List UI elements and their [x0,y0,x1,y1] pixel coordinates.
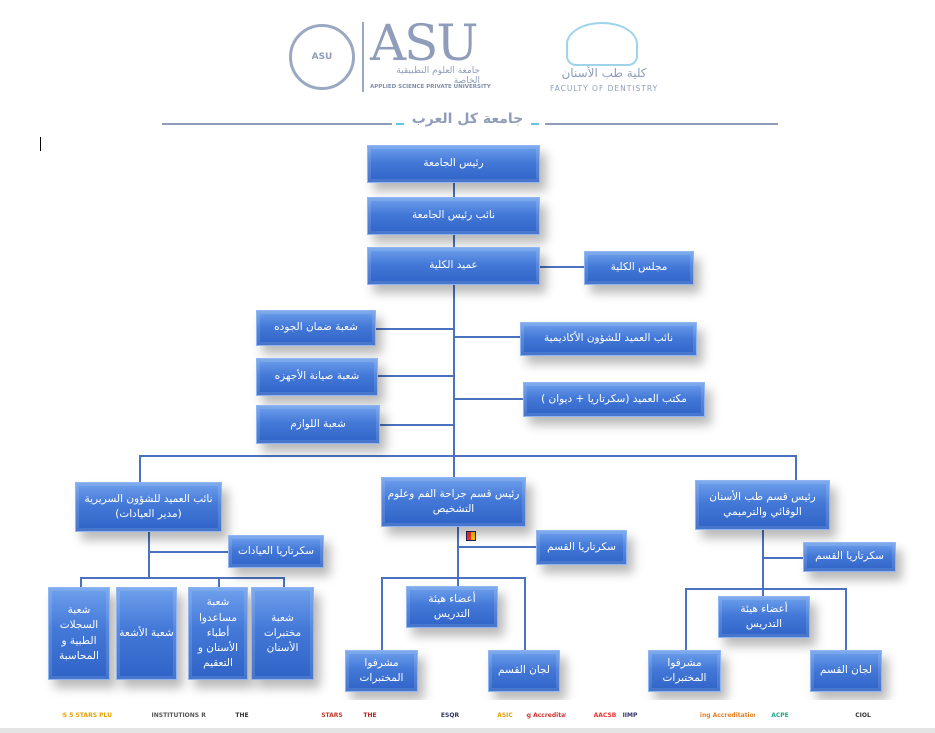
connector [453,183,455,197]
node-quality-assurance[interactable]: شعبة ضمان الجوده [256,310,376,346]
node-academic-vice-dean[interactable]: نائب العميد للشؤون الأكاديمية [520,322,697,356]
connector [762,530,764,596]
node-restorative-dept-secretary[interactable]: سكرتاريا القسم [803,542,896,572]
connector [139,455,795,457]
node-oral-surgery-head[interactable]: رئيس قسم جراحة الفم وعلوم التشخيص [381,477,526,527]
connector [453,398,523,400]
connector [845,588,847,650]
faculty-arabic-name: كلية طب الأسنان [561,66,647,80]
accreditation-logo: THE [363,711,377,719]
node-restorative-committees[interactable]: لجان القسم [810,650,882,692]
slogan: جامعة كل العرب [411,111,524,127]
node-maintenance[interactable]: شعبة صيانة الأجهزه [256,358,378,396]
node-president[interactable]: رئيس الجامعة [367,145,540,183]
node-surgery-dept-secretary[interactable]: سكرتاريا القسم [536,530,627,565]
accreditation-logo: AACSB [593,711,617,719]
connector [80,577,284,579]
accreditation-logo: QS 5 STARS PLUS [62,711,112,719]
accreditation-logo: THE [235,711,249,719]
accreditation-logo: CIOL [855,711,871,719]
connector [381,577,526,579]
connector [218,577,220,587]
node-dental-assistants[interactable]: شعبة مساعدوا أطباء الأسنان و التعقيم [188,587,248,680]
connector [457,546,536,548]
slogan-dash [396,123,404,125]
connector [795,455,797,480]
accreditation-logo: STARS [321,711,343,719]
connector [453,336,520,338]
accreditation-logo: ABET Engineering Accreditation Commissio… [526,711,566,719]
node-supplies[interactable]: شعبة اللوازم [256,405,380,444]
connector [380,424,453,426]
connector [453,235,455,247]
dentistry-logo-icon [566,22,638,66]
asu-english-name: APPLIED SCIENCE PRIVATE UNIVERSITY [370,84,491,90]
node-clinical-vice-dean[interactable]: نائب العميد للشؤون السريرية (مدير العياد… [75,482,222,532]
node-dean-office[interactable]: مكتب العميد (سكرتاريا + ديوان ) [523,382,705,417]
asu-arabic-name: جامعة العلوم التطبيقية الخاصة [396,66,480,86]
bottom-band [0,728,935,733]
logo-divider [362,22,364,92]
connector [685,588,846,590]
slogan-dash [531,123,539,125]
connector [453,285,455,456]
node-restorative-head[interactable]: رئيس قسم طب الأسنان الوقائي والترميمي [695,480,830,530]
node-radiology[interactable]: شعبة الأشعة [116,587,177,680]
connector [685,588,687,650]
connector [457,527,459,586]
connector [148,551,228,553]
node-vice-president[interactable]: نائب رئيس الجامعة [367,197,540,235]
node-dental-labs[interactable]: شعبة مختبرات الأسنان [251,587,314,680]
node-surgery-faculty-members[interactable]: أعضاء هيئة التدريس [406,586,498,628]
node-dean[interactable]: عميد الكلية [367,247,540,285]
connector [148,532,150,578]
accreditation-logo: ESQR [440,711,460,719]
node-faculty-council[interactable]: مجلس الكلية [584,251,694,285]
accreditation-logo: IIMP [622,711,638,719]
node-restorative-faculty-members[interactable]: أعضاء هيئة التدريس [718,596,810,638]
accreditation-logo: ABET Computing Accreditation Commission [700,711,755,719]
slogan-rule-left [162,123,392,125]
accreditation-bar [55,700,897,730]
connector [283,577,285,587]
accreditation-logo: ACPE [771,711,789,719]
connector [381,577,383,650]
connector [376,328,453,330]
node-restorative-lab-supervisors[interactable]: مشرفوا المختبرات [648,650,721,692]
connector [139,455,141,482]
accreditation-logo: ASIC [497,711,513,719]
connector [80,577,82,587]
node-clinic-secretary[interactable]: سكرتاريا العيادات [228,535,324,568]
slogan-rule-right [545,123,778,125]
text-cursor [40,137,41,151]
node-medical-records[interactable]: شعبة السجلات الطبية و المحاسبة [48,587,110,680]
asu-wordmark: ASU [370,14,478,72]
connector [762,557,803,559]
move-cursor-icon [466,531,476,541]
connector [524,577,526,650]
connector [453,455,455,477]
faculty-english-name: FACULTY OF DENTISTRY [550,84,659,93]
accreditation-logo: SOMAGO INSTITUTIONS RANKINGS [150,711,206,719]
asu-seal-logo: ASU [289,24,355,90]
node-surgery-committees[interactable]: لجان القسم [488,650,560,692]
connector [540,266,584,268]
node-surgery-lab-supervisors[interactable]: مشرفوا المختبرات [345,650,418,692]
connector [378,375,453,377]
